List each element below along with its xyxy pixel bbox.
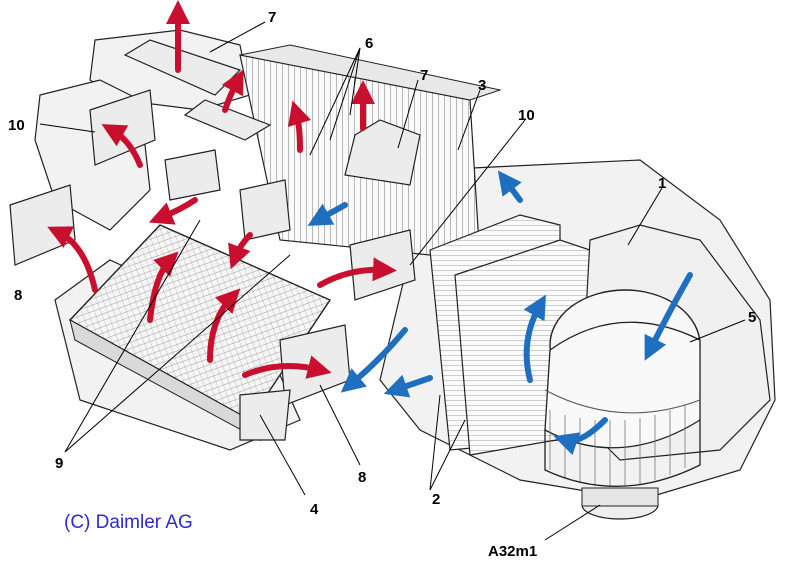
copyright-notice: (C) Daimler AG [64,512,193,533]
callout-2: 2 [432,491,440,508]
callout-8-left: 8 [14,287,22,304]
callout-4: 4 [310,501,319,518]
callout-5: 5 [748,309,756,326]
callout-7-right: 7 [420,67,428,84]
callout-6: 6 [365,35,373,52]
callout-leader-lines [39,21,746,541]
callout-3: 3 [478,77,486,94]
callout-7-top: 7 [268,9,276,26]
warm-airflow-arrows [47,0,397,379]
cool-airflow-arrows [307,170,693,456]
callout-1: 1 [658,175,666,192]
callout-a32m1: A32m1 [488,543,537,560]
callout-10-left: 10 [8,117,25,134]
callout-8-bottom: 8 [358,469,366,486]
callout-9: 9 [55,455,63,472]
blower-motor [581,487,659,520]
blower-assembly [544,224,771,487]
callout-10-right: 10 [518,107,535,124]
